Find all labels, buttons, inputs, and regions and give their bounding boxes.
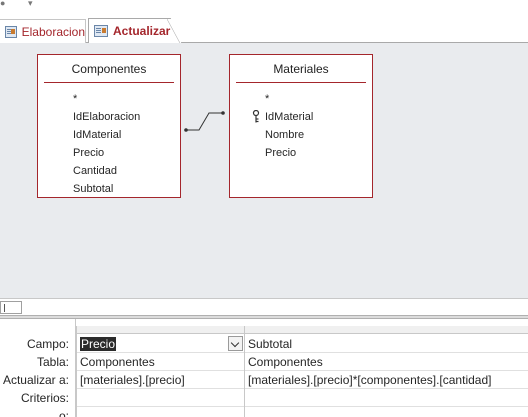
row-label-o: o:	[58, 409, 69, 417]
campo-cell[interactable]: Subtotal	[245, 335, 528, 353]
table-materiales[interactable]: Materiales * IdMaterial Nombre Precio	[229, 54, 373, 198]
query-tab-icon	[5, 25, 17, 38]
document-tab-bar: Elaboracion Actualizar	[0, 18, 528, 44]
field-item[interactable]: Cantidad	[73, 165, 118, 177]
row-label-criterios: Criterios:	[20, 391, 69, 405]
pane-splitter[interactable]	[0, 315, 528, 319]
campo-cell[interactable]: Precio	[77, 335, 244, 353]
field-item-key[interactable]: IdMaterial	[252, 108, 372, 126]
criterios-cell[interactable]	[245, 389, 528, 407]
query-tab-icon	[94, 25, 108, 37]
horizontal-scroll-box[interactable]	[0, 301, 22, 314]
campo-value: Precio	[80, 337, 117, 351]
field-item[interactable]: Nombre	[265, 129, 305, 141]
field-item[interactable]: IdMaterial	[73, 129, 122, 141]
field-item[interactable]: *	[265, 93, 270, 105]
table-title[interactable]: Componentes	[44, 55, 174, 83]
tabla-cell[interactable]: Componentes	[245, 353, 528, 371]
criterios-cell[interactable]	[77, 389, 244, 407]
dropdown-arrow-icon[interactable]	[228, 336, 243, 351]
quick-access-strip: ● ▾	[0, 0, 528, 18]
field-list: * IdMaterial Nombre Precio	[230, 83, 372, 162]
query-design-pane[interactable]: Componentes * IdElaboracion IdMaterial P…	[0, 43, 528, 298]
row-labels: Campo: Tabla: Actualizar a: Criterios: o…	[0, 319, 76, 417]
field-list: * IdElaboracion IdMaterial Precio Cantid…	[38, 83, 180, 198]
field-item[interactable]: IdElaboracion	[73, 111, 141, 123]
qat-fragment-icon[interactable]: ●	[0, 0, 6, 8]
column-selector[interactable]	[245, 326, 528, 334]
field-item[interactable]: Subtotal	[73, 183, 114, 195]
field-item[interactable]: *	[73, 93, 78, 105]
tab-label: Actualizar	[113, 24, 171, 38]
column-selector[interactable]	[77, 326, 244, 334]
table-componentes[interactable]: Componentes * IdElaboracion IdMaterial P…	[37, 54, 181, 198]
field-item[interactable]: Precio	[73, 147, 105, 159]
table-title[interactable]: Materiales	[236, 55, 366, 83]
row-label-campo: Campo:	[26, 337, 69, 351]
tab-actualizar[interactable]: Actualizar	[88, 18, 182, 44]
tab-label: Elaboracion	[21, 24, 85, 39]
o-cell[interactable]	[77, 407, 244, 417]
field-item[interactable]: Precio	[265, 147, 297, 159]
tab-elaboracion[interactable]: Elaboracion	[0, 19, 86, 43]
row-label-tabla: Tabla:	[36, 355, 69, 369]
query-grid: Campo: Tabla: Actualizar a: Criterios: o…	[0, 319, 528, 417]
grid-column-1: Precio Componentes [materiales].[precio]	[76, 326, 244, 417]
actualizar-cell[interactable]: [materiales].[precio]	[77, 371, 244, 389]
field-label: IdMaterial	[265, 111, 314, 123]
o-cell[interactable]	[245, 407, 528, 417]
row-label-actualizar: Actualizar a:	[2, 373, 69, 387]
primary-key-icon	[252, 110, 260, 123]
design-scrollbar-area	[0, 298, 528, 315]
actualizar-cell[interactable]: [materiales].[precio]*[componentes].[can…	[245, 371, 528, 389]
qat-dropdown-icon[interactable]: ▾	[28, 0, 33, 8]
grid-column-2: Subtotal Componentes [materiales].[preci…	[244, 326, 528, 417]
tabla-cell[interactable]: Componentes	[77, 353, 244, 371]
